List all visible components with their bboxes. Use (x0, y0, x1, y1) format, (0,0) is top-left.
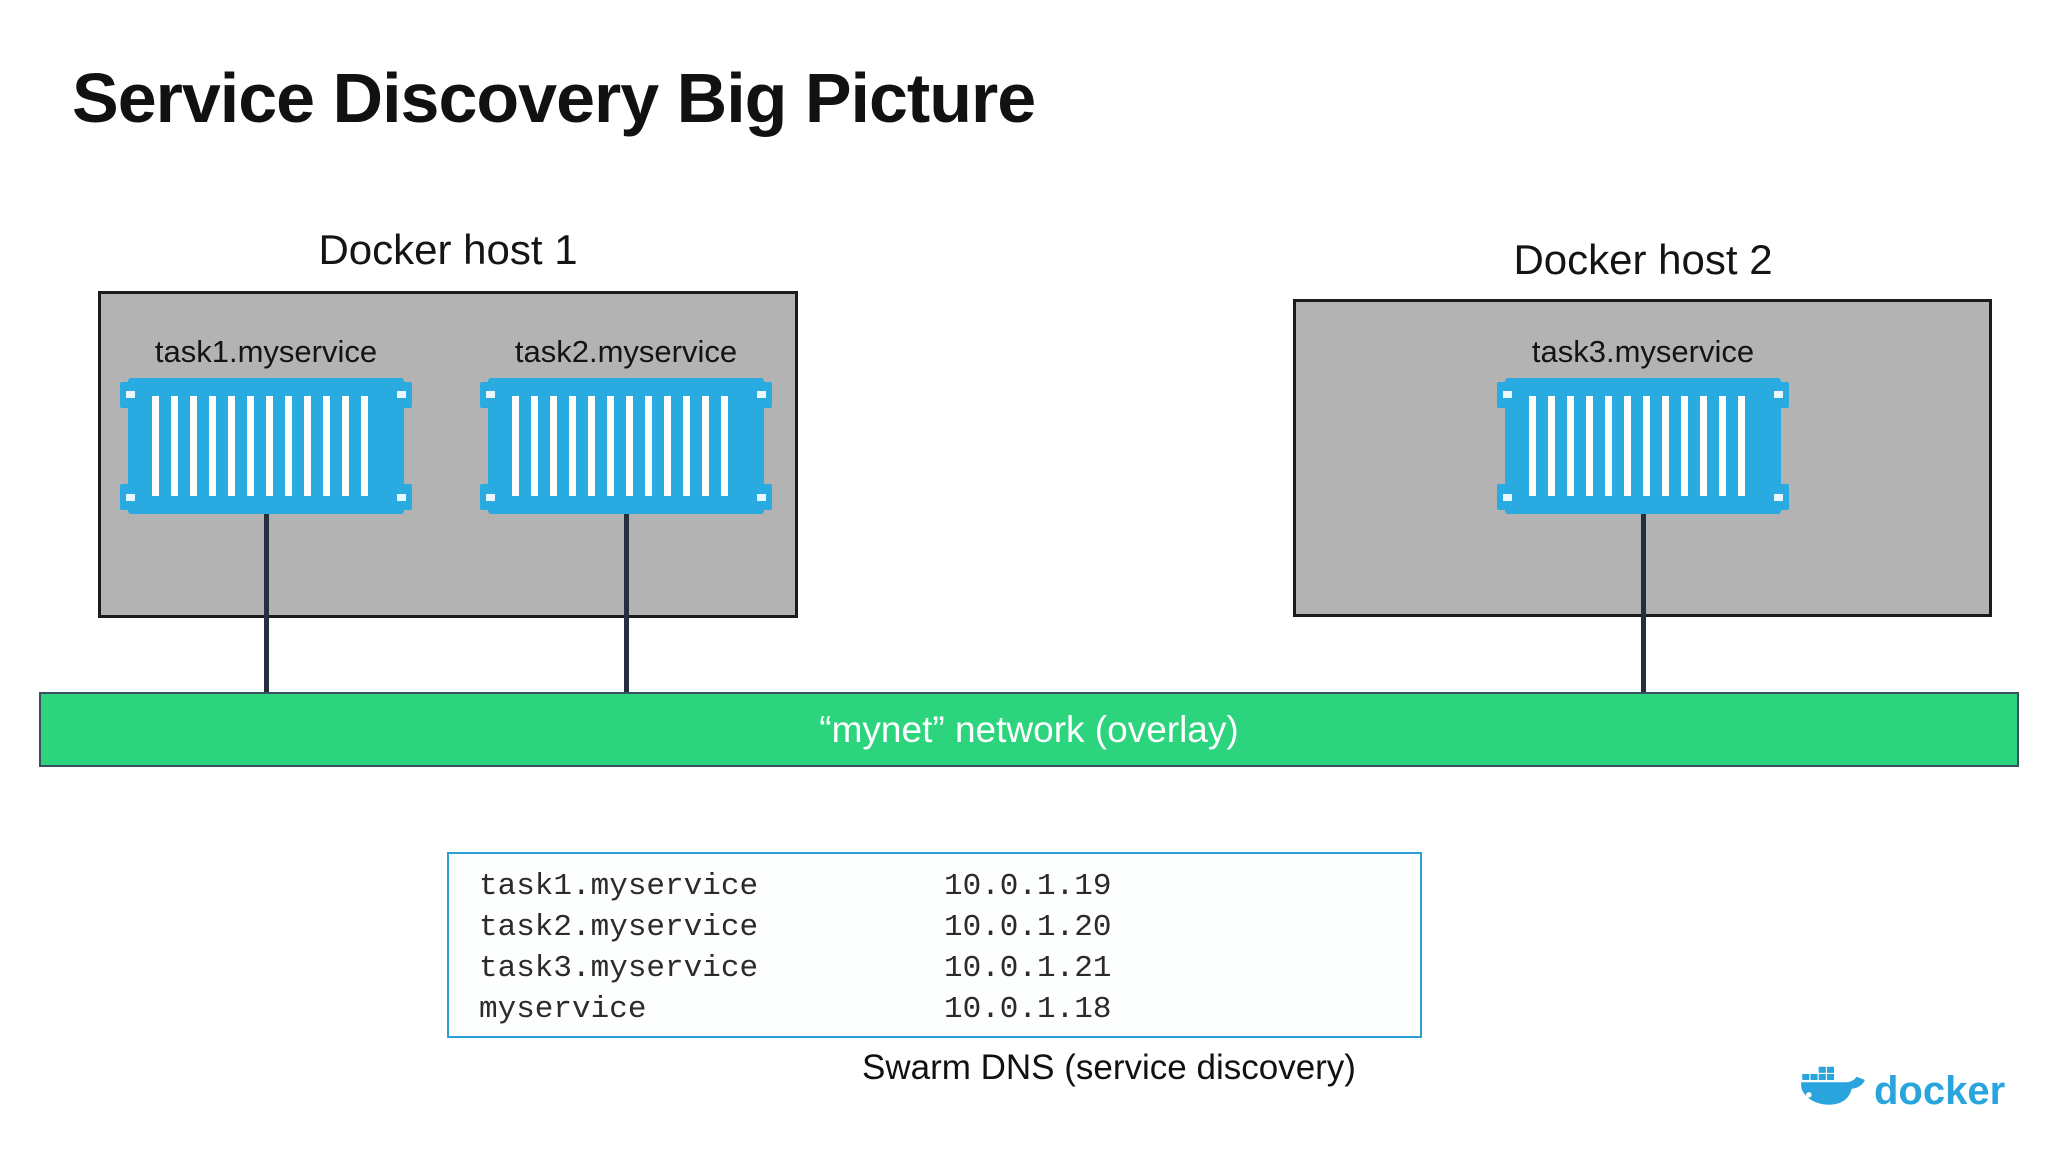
docker-wordmark: docker (1874, 1068, 2006, 1113)
network-connector-line (624, 514, 629, 692)
dns-ip: 10.0.1.19 (944, 869, 1112, 904)
container-icon (1497, 376, 1789, 516)
container-icon (480, 376, 772, 516)
host1-label: Docker host 1 (318, 226, 578, 273)
dns-row: myservice 10.0.1.18 (479, 989, 1420, 1030)
dns-row: task1.myservice 10.0.1.19 (479, 866, 1420, 907)
container-slats (152, 396, 380, 496)
docker-logo: docker (1800, 1066, 2005, 1116)
task3-label: task3.myservice (1531, 334, 1755, 369)
dns-hostname: task2.myservice (479, 910, 759, 945)
container-icon (120, 376, 412, 516)
dns-ip: 10.0.1.21 (944, 951, 1112, 986)
overlay-network-label: “mynet” network (overlay) (819, 708, 1239, 750)
container-slats (512, 396, 740, 496)
dns-hostname: myservice (479, 992, 647, 1027)
overlay-network-bar: “mynet” network (overlay) (39, 692, 2019, 767)
host2-label: Docker host 2 (1513, 236, 1773, 283)
dns-ip: 10.0.1.18 (944, 992, 1112, 1027)
dns-table: task1.myservice 10.0.1.19 task2.myservice… (447, 852, 1422, 1038)
dns-hostname: task3.myservice (479, 951, 759, 986)
dns-caption: Swarm DNS (service discovery) (862, 1048, 1356, 1087)
dns-row: task2.myservice 10.0.1.20 (479, 907, 1420, 948)
dns-ip: 10.0.1.20 (944, 910, 1112, 945)
task2-label: task2.myservice (514, 334, 738, 369)
task1-label: task1.myservice (154, 334, 378, 369)
page-title: Service Discovery Big Picture (72, 59, 1036, 137)
docker-whale-icon (1801, 1066, 1865, 1105)
network-connector-line (264, 514, 269, 692)
dns-row: task3.myservice 10.0.1.21 (479, 948, 1420, 989)
network-connector-line (1641, 514, 1646, 692)
container-slats (1529, 396, 1757, 496)
dns-hostname: task1.myservice (479, 869, 759, 904)
